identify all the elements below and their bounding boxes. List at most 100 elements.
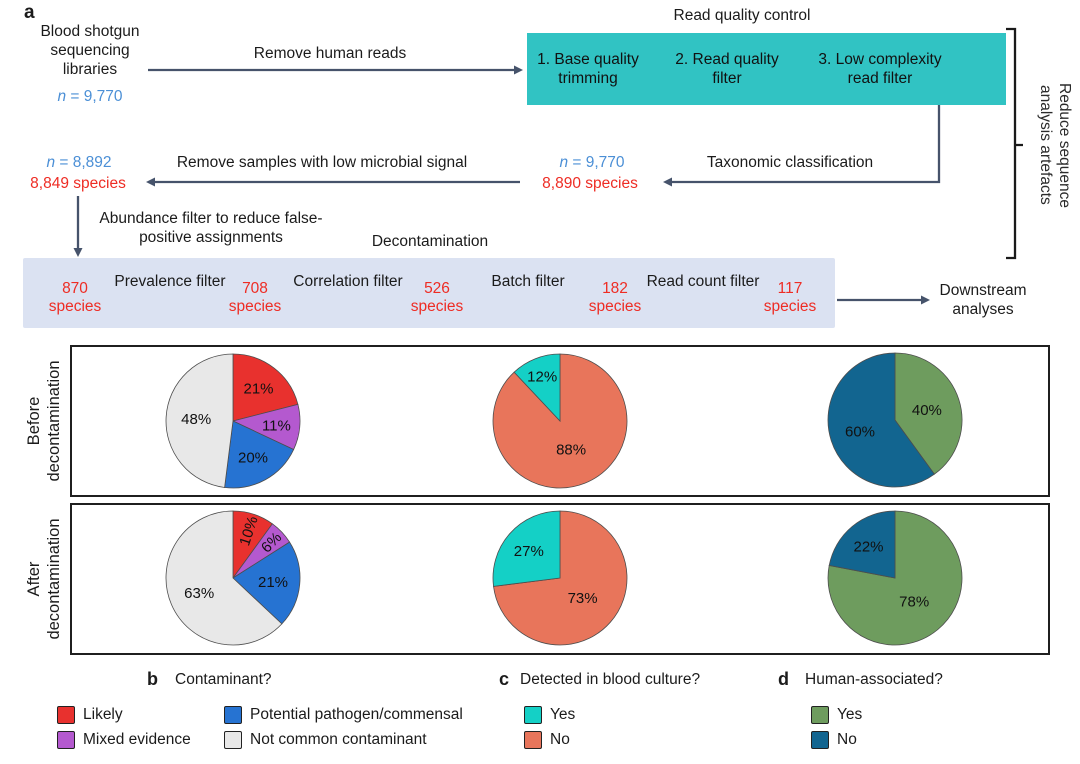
legend-item-likely: Likely [57,706,123,724]
reduce-artefacts-label: Reduce sequence analysis artefacts [1037,82,1073,208]
stage-182: 182 species [588,280,642,315]
pie-percent-label: 78% [899,593,929,610]
pie-contaminant-before: 21% 11% 20% 48% [165,353,301,489]
pie-slice-no [827,352,935,488]
pie-slice-yes [894,352,963,475]
legend-label: Not common contaminant [250,731,427,748]
legend-label: No [837,731,857,748]
post-filter-species-count: 8,849 species [30,175,126,192]
pie-percent-label: 20% [238,450,268,467]
arrowhead-left [663,177,672,187]
arrowhead-right [921,295,930,305]
panel-letter-b: b [147,669,158,689]
legend-item-not-common: Not common contaminant [224,731,427,749]
prevalence-filter-label: Prevalence filter [114,273,226,290]
legend-item-blood-yes: Yes [524,706,575,724]
pie-blood-culture-before: 88% 12% [492,353,628,489]
question-contaminant: Contaminant? [175,671,272,688]
human-yes-swatch [811,706,829,724]
not-common-swatch [224,731,242,749]
pie-slice-yes [492,510,561,587]
arrowhead-right [514,65,523,75]
pie-slice-yes [827,510,963,646]
qc-title: Read quality control [673,7,811,24]
question-human-associated: Human-associated? [805,671,943,688]
batch-filter-label: Batch filter [491,273,565,290]
pie-slice-potential-pathogen-commensal [232,541,301,625]
pie-percent-label: 73% [568,590,598,607]
pie-slice-yes [513,353,561,423]
side-bracket [1006,27,1023,260]
pie-percent-label: 22% [853,538,883,555]
pie-human-associated-before: 40% 60% [827,352,963,488]
pie-human-associated-after: 78% 22% [827,510,963,646]
pie-slice-potential-pathogen-commensal [224,420,295,489]
qc-step-2: 2. Read quality filter [675,51,779,87]
source-node-label: Blood shotgun sequencing libraries [40,23,140,78]
legend-label: No [550,731,570,748]
blood-no-swatch [524,731,542,749]
pie-percent-label: 21% [258,574,288,591]
stage-870: 870 species [48,280,102,315]
potential-pathogen-swatch [224,706,242,724]
pie-percent-label: 60% [845,424,875,441]
arrowhead-left [146,177,155,187]
pie-percent-label: 63% [184,585,214,602]
human-no-swatch [811,731,829,749]
legend-item-potential-pathogen: Potential pathogen/commensal [224,706,463,724]
arrowhead-down [73,248,83,257]
pie-percent-label: 27% [514,543,544,560]
taxonomic-classification-label: Taxonomic classification [706,154,874,171]
read-quality-control-box: 1. Base quality trimming 2. Read quality… [527,33,1006,105]
pie-percent-label: 88% [556,441,586,458]
question-blood-culture: Detected in blood culture? [520,671,701,688]
pie-percent-label: 48% [181,411,211,428]
abundance-filter-label: Abundance filter to reduce false- positi… [99,210,323,246]
stage-526: 526 species [410,280,464,315]
n-symbol: n [57,88,67,105]
pie-percent-label: 11% [262,417,291,434]
qc-step-3: 3. Low complexity read filter [818,51,942,87]
read-count-filter-label: Read count filter [646,273,760,290]
legend-label: Yes [550,706,576,723]
legend-item-blood-no: No [524,731,570,749]
pie-slice-not-common-contaminant [165,510,283,646]
stage-708: 708 species [228,280,282,315]
legend-item-human-no: No [811,731,857,749]
remove-human-reads-label: Remove human reads [253,45,407,62]
post-tax-n-count: n = 9,770 [559,154,625,171]
pie-percent-label: 21% [243,380,273,397]
legend-label: Likely [83,706,123,723]
mixed-evidence-swatch [57,731,75,749]
legend-label: Yes [837,706,863,723]
decontamination-title: Decontamination [371,233,489,250]
correlation-filter-label: Correlation filter [293,273,403,290]
downstream-analyses-label: Downstream analyses [939,282,1027,318]
legend-item-mixed-evidence: Mixed evidence [57,731,191,749]
likely-swatch [57,706,75,724]
panel-letter-c: c [499,669,510,689]
after-decontamination-panel [70,503,1050,655]
legend-item-human-yes: Yes [811,706,862,724]
remove-low-signal-label: Remove samples with low microbial signal [176,154,468,171]
pie-blood-culture-after: 73% 27% [492,510,628,646]
pie-percent-label: 40% [912,402,942,419]
post-filter-n-count: n = 8,892 [46,154,112,171]
legend-label: Mixed evidence [83,731,191,748]
panel-letter-a: a [24,2,35,23]
pie-slice-not-common-contaminant [165,353,234,488]
stage-117: 117 species [763,280,817,315]
panel-letter-d: d [778,669,789,689]
pie-slice-no [828,510,896,579]
before-decontamination-panel [70,345,1050,497]
decontamination-box [23,258,835,328]
source-n-count: n = 9,770 [57,88,123,105]
pie-slice-likely [232,353,299,422]
post-tax-species-count: 8,890 species [542,175,638,192]
blood-yes-swatch [524,706,542,724]
pie-percent-label: 12% [527,368,557,385]
row-label-after: After decontamination [25,518,63,640]
legend-label: Potential pathogen/commensal [250,706,463,723]
pie-contaminant-after: 10%6%21%63% [165,510,301,646]
